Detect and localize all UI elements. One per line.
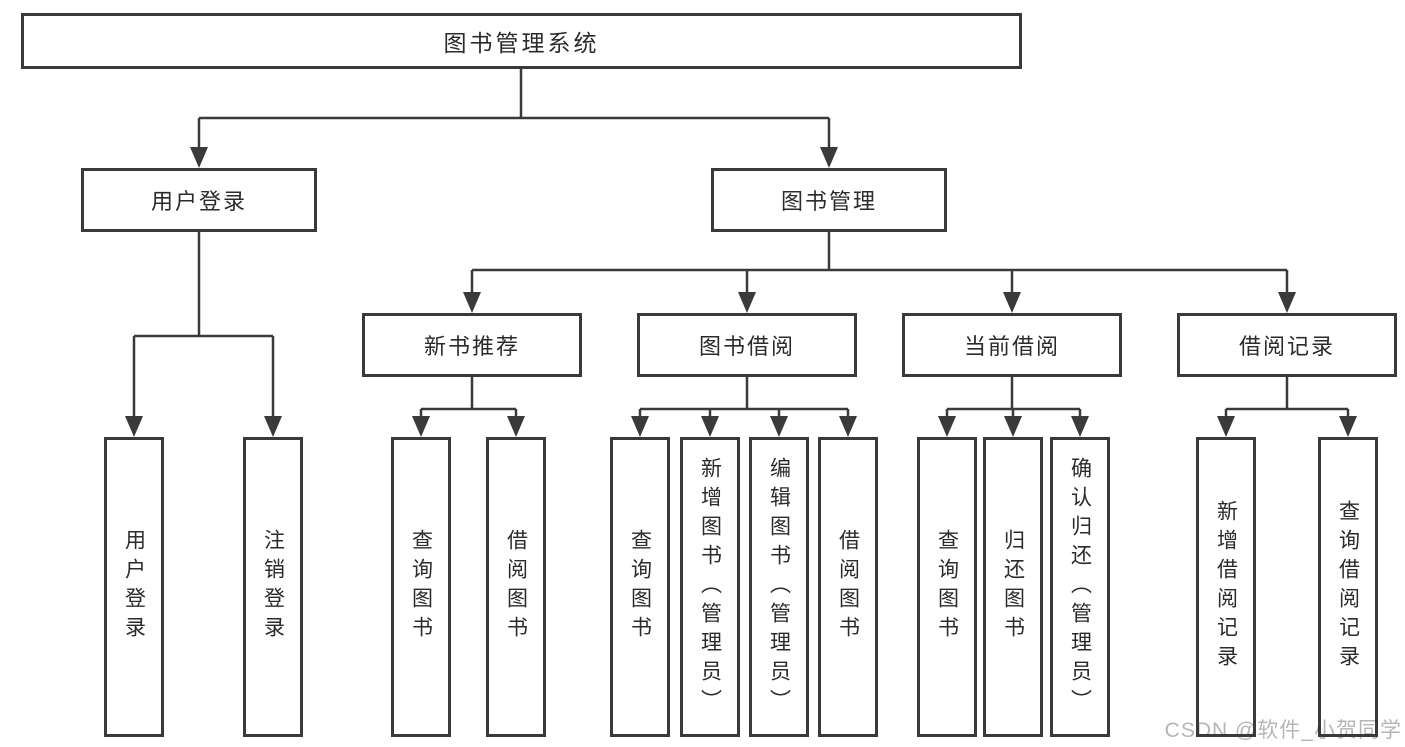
leaf-query-books-recommend: 查询图书 (391, 437, 451, 737)
leaf-label: 用户登录 (122, 529, 146, 645)
leaf-label: 注销登录 (261, 529, 285, 645)
leaf-label: 归还图书 (1001, 529, 1025, 645)
node-library-management-system: 图书管理系统 (21, 13, 1022, 69)
leaf-label: 编辑图书（管理员） (767, 456, 791, 718)
arrowheads (125, 147, 1357, 437)
leaf-borrow-books-recommend: 借阅图书 (486, 437, 546, 737)
leaf-label: 新增图书（管理员） (698, 456, 722, 718)
node-current-borrow: 当前借阅 (902, 313, 1122, 377)
leaf-label: 借阅图书 (504, 529, 528, 645)
leaf-edit-books-admin: 编辑图书（管理员） (749, 437, 809, 737)
leaf-return-books: 归还图书 (983, 437, 1043, 737)
leaf-label: 查询借阅记录 (1336, 500, 1360, 674)
node-user-login: 用户登录 (81, 168, 317, 232)
leaf-label: 新增借阅记录 (1214, 500, 1238, 674)
leaf-add-borrow-record: 新增借阅记录 (1196, 437, 1256, 737)
leaf-label: 查询图书 (935, 529, 959, 645)
leaf-label: 查询图书 (628, 529, 652, 645)
leaf-confirm-return-admin: 确认归还（管理员） (1050, 437, 1110, 737)
leaf-label: 借阅图书 (836, 529, 860, 645)
node-borrow-records: 借阅记录 (1177, 313, 1397, 377)
leaf-borrow-books: 借阅图书 (818, 437, 878, 737)
leaf-logout: 注销登录 (243, 437, 303, 737)
node-new-book-recommend: 新书推荐 (362, 313, 582, 377)
leaf-query-borrow-record: 查询借阅记录 (1318, 437, 1378, 737)
leaf-user-login: 用户登录 (104, 437, 164, 737)
node-book-management: 图书管理 (711, 168, 947, 232)
node-book-borrow: 图书借阅 (637, 313, 857, 377)
leaf-query-books-current: 查询图书 (917, 437, 977, 737)
csdn-watermark: CSDN @软件_小贺同学 (1164, 719, 1402, 742)
leaf-query-books-borrow: 查询图书 (610, 437, 670, 737)
leaf-label: 确认归还（管理员） (1068, 456, 1092, 718)
leaf-label: 查询图书 (409, 529, 433, 645)
leaf-add-books-admin: 新增图书（管理员） (680, 437, 740, 737)
